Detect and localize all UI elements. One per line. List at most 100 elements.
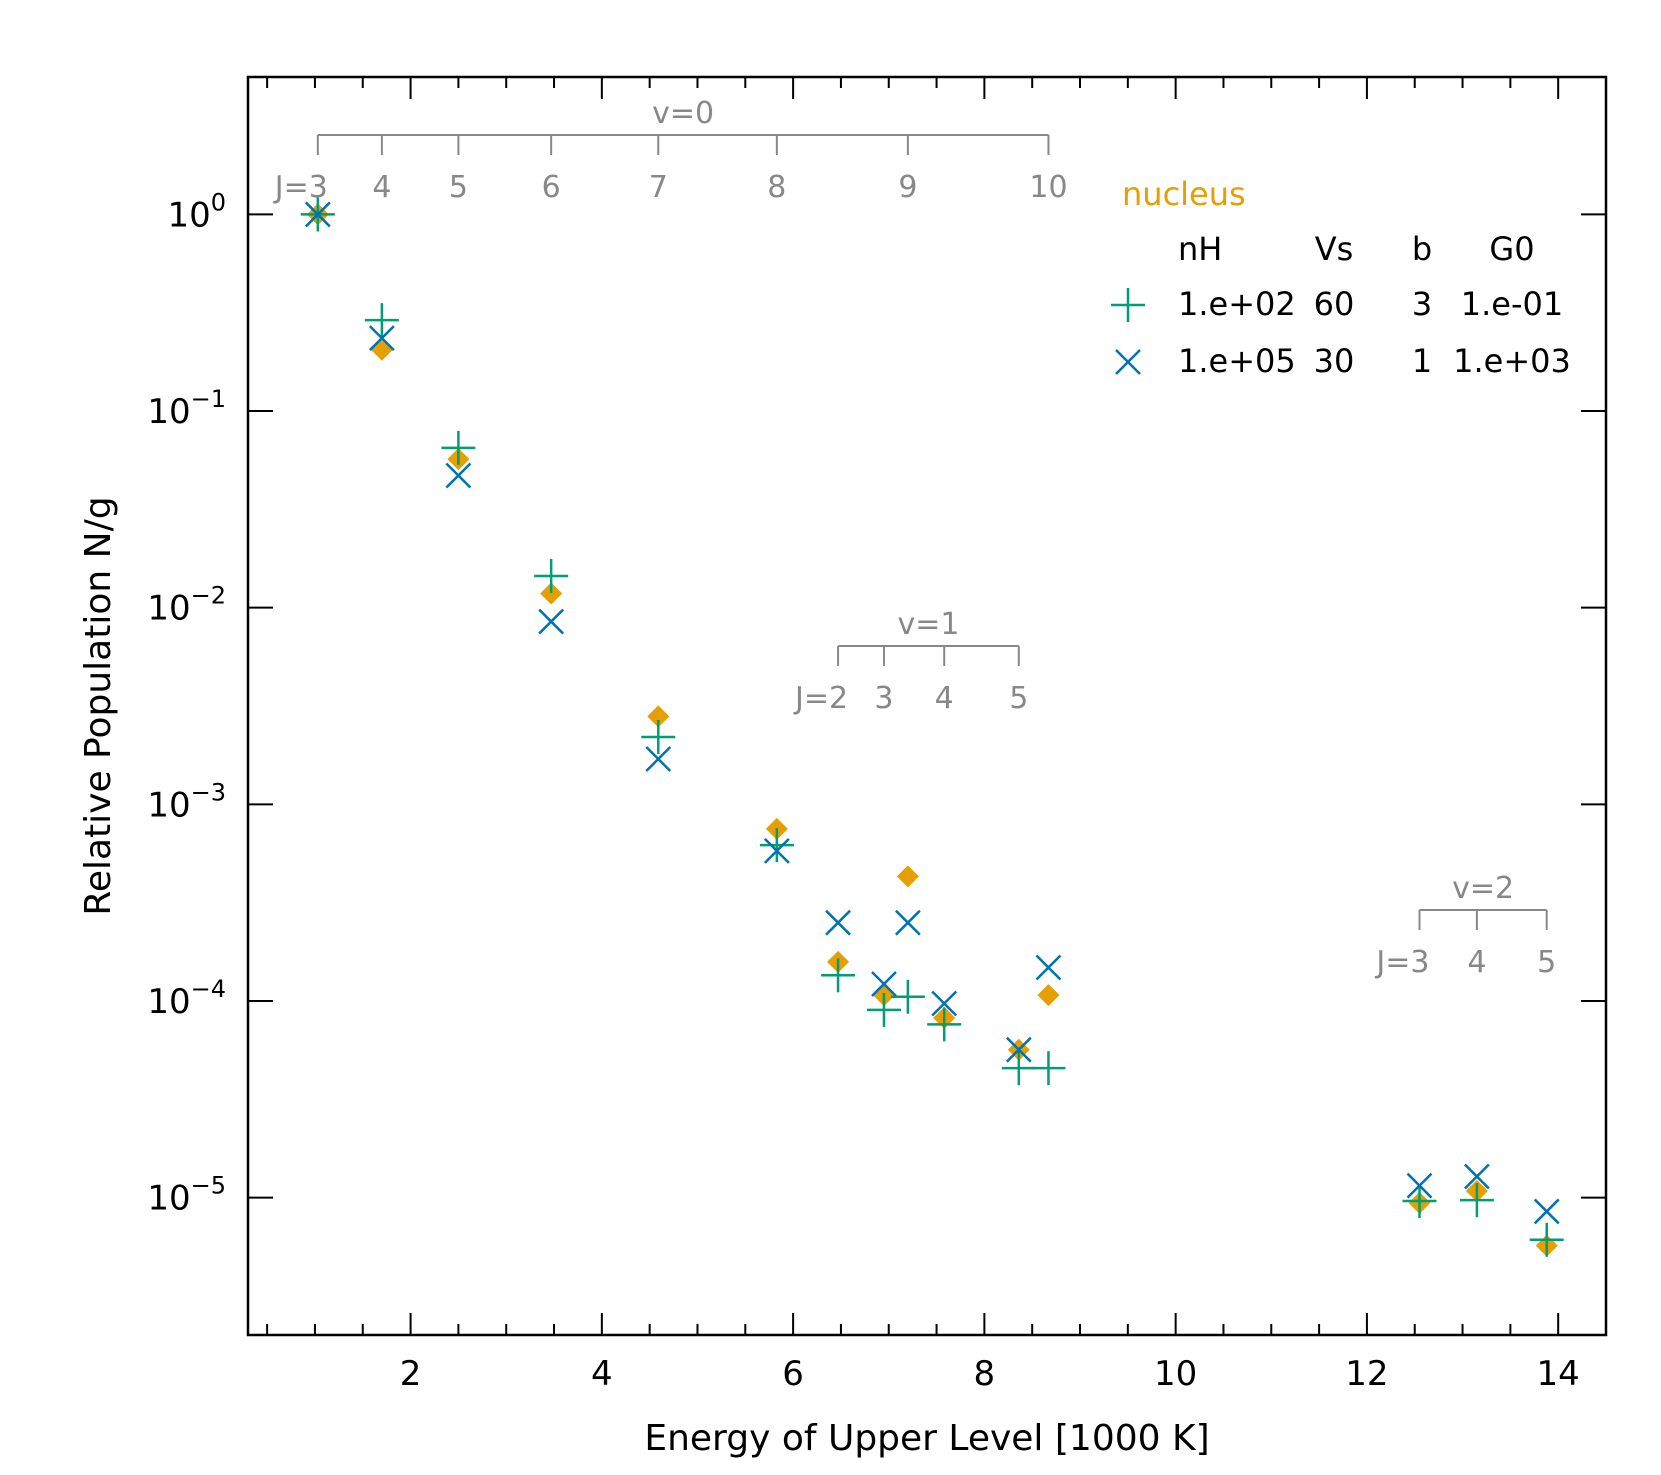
rotational-level-label: 4	[935, 681, 954, 716]
legend-cell: 1.e+02	[1178, 285, 1296, 323]
series-cross	[304, 201, 1560, 1225]
diamond-marker	[896, 865, 919, 888]
cross-marker	[825, 909, 851, 936]
cross-marker	[1115, 349, 1141, 375]
legend-cell: 1	[1412, 342, 1432, 380]
legend-header-1: Vs	[1315, 230, 1354, 268]
plus-marker	[1402, 1184, 1437, 1219]
cross-b	[931, 990, 958, 1017]
rotational-level-label: 9	[898, 170, 917, 205]
cross-marker	[538, 608, 565, 635]
cross-b	[645, 746, 672, 772]
rotational-level-label: 8	[767, 170, 786, 205]
plus-marker	[890, 979, 925, 1014]
cross-marker	[369, 325, 395, 351]
plus-marker	[821, 958, 856, 993]
rotational-level-label: J=3	[1374, 945, 1429, 980]
cross-marker	[645, 746, 672, 772]
cross-marker	[1533, 1198, 1560, 1225]
vibrational-level-label: v=0	[652, 96, 714, 131]
cross-b	[369, 325, 395, 351]
cross-marker	[1005, 1036, 1032, 1063]
cross-b	[445, 462, 472, 489]
y-tick-label: 10−3	[147, 778, 226, 825]
x-tick-label: 6	[782, 1354, 804, 1394]
plus-marker	[364, 303, 399, 338]
legend-header-2: b	[1412, 230, 1432, 268]
legend-header-3: G0	[1489, 230, 1534, 268]
cross-b	[1115, 349, 1141, 375]
y-tick-label: 10−2	[147, 582, 226, 629]
rotational-level-label: 6	[542, 170, 561, 205]
x-tick-label: 2	[400, 1354, 422, 1394]
cross-b	[1035, 954, 1062, 981]
plus-marker	[1031, 1051, 1066, 1086]
cross-b	[1005, 1036, 1032, 1063]
series-diamond	[306, 203, 1558, 1257]
legend-header-0: nH	[1178, 230, 1222, 268]
plus-marker	[1001, 1051, 1036, 1086]
cross-b	[538, 608, 565, 635]
plot-area	[246, 75, 1608, 1337]
legend-cell: 1.e-01	[1461, 285, 1563, 323]
cross-marker	[871, 971, 897, 997]
rotational-level-label: J=2	[793, 681, 848, 716]
y-tick-label: 10−1	[147, 385, 226, 432]
rotational-level-label: 5	[449, 170, 468, 205]
plus-marker	[1111, 288, 1145, 322]
x-tick-label: 12	[1345, 1354, 1388, 1394]
plus-marker	[534, 558, 569, 593]
cross-marker	[894, 909, 921, 936]
y-tick-label: 10−5	[147, 1172, 226, 1219]
cross-b	[1406, 1172, 1433, 1199]
rotational-level-label: 10	[1029, 170, 1067, 205]
x-tick-label: 4	[591, 1354, 613, 1394]
cross-marker	[1406, 1172, 1433, 1199]
cross-b	[825, 909, 851, 936]
x-tick-label: 14	[1537, 1354, 1580, 1394]
cross-b	[304, 201, 331, 228]
y-tick-label: 10−4	[147, 975, 226, 1022]
cross-marker	[1464, 1163, 1490, 1190]
plus-marker	[641, 719, 676, 754]
x-tick-label: 8	[974, 1354, 996, 1394]
plus-marker	[1459, 1183, 1494, 1218]
vibrational-level-label: v=2	[1452, 871, 1514, 906]
rotational-level-label: 5	[1009, 681, 1028, 716]
plus-marker	[1529, 1222, 1564, 1257]
data-points	[300, 197, 1564, 1257]
diamond-marker	[647, 705, 670, 728]
x-tick-label: 10	[1154, 1354, 1197, 1394]
cross-b	[763, 837, 790, 864]
plus-marker	[866, 992, 901, 1027]
legend-title: nucleus	[1122, 175, 1246, 213]
plus-marker	[441, 430, 476, 465]
series-plus	[300, 197, 1564, 1257]
plus-marker	[759, 828, 794, 863]
y-axis-label: Relative Population N/g	[78, 496, 119, 915]
cross-marker	[763, 837, 790, 864]
cross-marker	[931, 990, 958, 1017]
x-axis-label: Energy of Upper Level [1000 K]	[644, 1418, 1209, 1459]
vibrational-level-label: v=1	[897, 607, 959, 642]
cross-marker	[445, 462, 472, 489]
diamond-marker	[370, 338, 393, 361]
diamond-marker	[1037, 984, 1060, 1007]
rotational-level-label: 4	[1467, 945, 1486, 980]
rotational-level-label: 7	[649, 170, 668, 205]
y-tick-label: 100	[167, 188, 226, 235]
cross-b	[1533, 1198, 1560, 1225]
cross-marker	[304, 201, 331, 228]
cross-b	[871, 971, 897, 997]
cross-b	[894, 909, 921, 936]
rotational-level-label: J=3	[273, 170, 328, 205]
plus-marker	[927, 1007, 962, 1042]
cross-b	[1464, 1163, 1490, 1190]
cross-marker	[1035, 954, 1062, 981]
legend-cell: 1.e+05	[1178, 342, 1296, 380]
legend-cell: 60	[1314, 285, 1355, 323]
